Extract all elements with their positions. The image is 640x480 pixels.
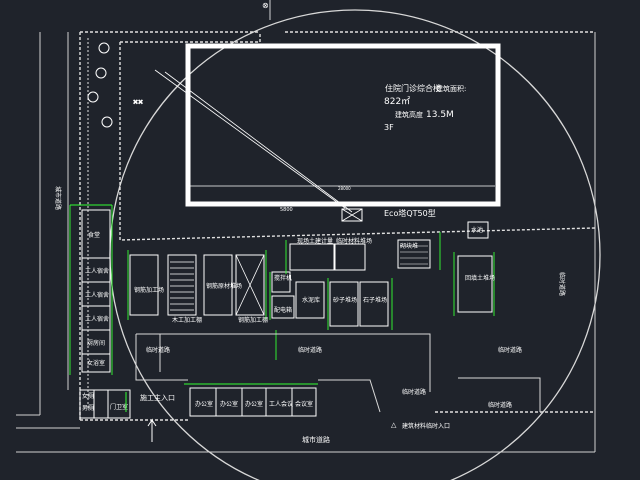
yard-steel-shed: 钢筋加工棚 bbox=[238, 316, 268, 324]
brick-hatch bbox=[400, 245, 428, 265]
left-rooms-dim bbox=[69, 204, 113, 375]
building-dim: 28000 bbox=[338, 186, 351, 191]
gate-area bbox=[79, 389, 131, 419]
yard-brick: 砌块堆 bbox=[400, 242, 418, 250]
crane-arm-lines bbox=[154, 0, 353, 213]
yard-dims bbox=[127, 232, 495, 360]
inner-roads bbox=[135, 333, 541, 413]
svg-text:✕✕: ✕✕ bbox=[133, 99, 143, 106]
top-marker: ⊗ bbox=[262, 1, 269, 10]
room-canteen: 食堂 bbox=[88, 231, 100, 239]
yard-temp-store: 临时材料堆场 bbox=[336, 237, 372, 245]
west-road bbox=[39, 32, 69, 415]
yard-sand: 砂子堆场 bbox=[333, 296, 357, 304]
road-inner-mid: 临时道路 bbox=[298, 346, 322, 354]
secondary-entrance-label: 建筑材料临时入口 bbox=[402, 422, 450, 430]
main-entrance-arrow bbox=[147, 418, 157, 442]
office-1: 办公室 bbox=[195, 400, 213, 408]
building-height-value: 13.5M bbox=[426, 110, 454, 120]
office-5: 会议室 bbox=[295, 400, 313, 408]
yard-blocks bbox=[129, 221, 493, 327]
south-road bbox=[16, 414, 595, 453]
road-bottom-inner: 临时道路 bbox=[402, 388, 426, 396]
room-female-wc: 女厕 bbox=[82, 392, 94, 400]
room-male-wc: 男厕 bbox=[82, 405, 94, 412]
building-height-label: 建筑高度 bbox=[395, 110, 423, 119]
secondary-entrance-marker: △ bbox=[391, 421, 397, 429]
west-road-label: 城市道路 bbox=[54, 186, 62, 210]
room-bath: 女浴室 bbox=[87, 359, 105, 367]
yard-grounding: 现场土建计量 bbox=[297, 237, 333, 245]
left-rooms bbox=[81, 209, 111, 373]
bottom-offices bbox=[189, 387, 317, 417]
tree-icons: ✕✕ bbox=[87, 42, 144, 128]
office-2: 办公室 bbox=[220, 400, 238, 408]
yard-material-stack: 钢筋原材堆场 bbox=[206, 282, 242, 290]
room-dorm-2: 工人宿舍 bbox=[85, 291, 109, 299]
hatched-yard bbox=[170, 261, 194, 311]
site-fence bbox=[79, 31, 596, 421]
office-4: 工人会议 bbox=[269, 400, 293, 408]
east-road-label: 临时道路 bbox=[558, 272, 566, 296]
building-area-label: 建筑面积: bbox=[436, 84, 466, 93]
road-gate: 临时道路 bbox=[488, 401, 512, 409]
yard-soil: 回填土堆场 bbox=[465, 274, 495, 282]
yard-carpentry-shed: 木工加工棚 bbox=[172, 316, 202, 324]
main-entrance-label: 施工主入口 bbox=[140, 393, 175, 402]
yard-steel-process: 钢筋加工场 bbox=[134, 286, 164, 294]
crane-radius-circle bbox=[109, 9, 601, 480]
building-area-value: 822㎡ bbox=[384, 96, 410, 107]
room-kitchen: 厨房间 bbox=[87, 339, 105, 347]
building-name: 住院门诊综合楼 bbox=[385, 83, 441, 93]
room-dorm-3: 工人宿舍 bbox=[85, 315, 109, 323]
main-building bbox=[185, 43, 501, 207]
building-floors: 3F bbox=[384, 123, 394, 132]
yard-cement: 水泥库 bbox=[302, 296, 320, 304]
road-inner-right: 临时道路 bbox=[498, 346, 522, 354]
road-inner-left: 临时道路 bbox=[146, 346, 170, 354]
south-road-label: 城市道路 bbox=[302, 435, 330, 444]
yard-machine: 配电箱 bbox=[274, 306, 292, 314]
room-dorm-1: 工人宿舍 bbox=[85, 267, 109, 275]
room-gatehouse: 门卫室 bbox=[110, 403, 128, 411]
tower-crane bbox=[341, 208, 363, 222]
office-3: 办公室 bbox=[245, 400, 263, 408]
yard-water: 水池 bbox=[471, 226, 483, 234]
yard-stone: 石子堆场 bbox=[363, 296, 387, 304]
tower-crane-label: Eco塔QT50型 bbox=[384, 208, 436, 218]
dim-small: 5800 bbox=[280, 207, 293, 213]
yard-mixer: 搅拌机 bbox=[274, 274, 292, 282]
